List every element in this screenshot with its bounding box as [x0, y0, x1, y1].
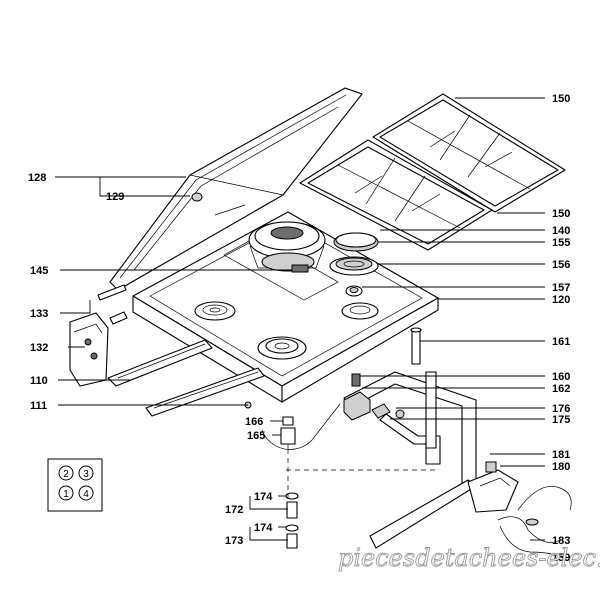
label-150-front-grid: 150	[552, 208, 570, 220]
leader-lines	[55, 97, 545, 541]
gas-feed-pipe	[343, 371, 477, 549]
burner-layout-key: 2 3 1 4	[47, 458, 103, 512]
washer-174-lower	[285, 524, 299, 532]
label-120-hob: 120	[552, 294, 570, 306]
label-173: 173	[225, 535, 243, 547]
pan-support-rear	[372, 93, 566, 213]
label-128-lid: 128	[28, 172, 46, 184]
burner-head-156	[329, 256, 379, 276]
key-position-rear-right: 3	[83, 469, 89, 480]
hinge-bracket-132	[69, 312, 109, 387]
nozzle-172	[286, 501, 298, 519]
key-position-front-left: 1	[63, 489, 69, 500]
detail-callout-arc	[261, 403, 341, 450]
label-129-bumper: 129	[106, 191, 124, 203]
label-172: 172	[225, 504, 243, 516]
spark-plug-145	[291, 264, 309, 273]
pan-support-front	[299, 139, 493, 251]
label-180: 180	[552, 461, 570, 473]
mounting-strip-111	[145, 367, 265, 417]
label-145: 145	[30, 265, 48, 277]
label-165: 165	[247, 430, 265, 442]
label-156: 156	[552, 259, 570, 271]
label-175: 175	[552, 414, 570, 426]
label-157: 157	[552, 282, 570, 294]
label-111: 111	[30, 400, 47, 412]
label-140: 140	[552, 225, 570, 237]
key-position-rear-left: 2	[63, 469, 69, 480]
burner-front	[257, 336, 307, 360]
burner-rear-large	[248, 221, 326, 272]
label-183: 183	[552, 535, 570, 547]
burner-right	[341, 302, 379, 320]
label-166: 166	[245, 416, 263, 428]
label-155: 155	[552, 237, 570, 249]
watermark-logo: piecesdetachees-elec.com	[338, 544, 600, 572]
ignition-wiring-183	[497, 486, 572, 561]
lid-bumper	[191, 192, 203, 202]
label-133: 133	[30, 308, 48, 320]
mounting-strip-110	[107, 339, 213, 387]
label-176: 176	[552, 403, 570, 415]
label-174-upper: 174	[254, 491, 273, 503]
injector-157	[345, 285, 363, 297]
label-181: 181	[552, 449, 570, 461]
burner-left	[194, 301, 236, 321]
gas-valve-162	[343, 373, 371, 421]
label-159: 159	[552, 552, 570, 564]
burner-tube-161	[410, 327, 422, 365]
hinge-screw-133	[97, 284, 128, 325]
thermocouple-176	[371, 403, 405, 419]
label-162: 162	[552, 383, 570, 395]
label-110: 110	[30, 375, 48, 387]
label-160: 160	[552, 371, 570, 383]
label-132: 132	[30, 342, 48, 354]
label-174-lower: 174	[254, 522, 273, 534]
key-position-front-right: 4	[83, 489, 89, 500]
nozzle-173	[286, 533, 298, 549]
label-150-rear-grid: 150	[552, 93, 570, 105]
injector-166	[280, 416, 296, 454]
label-161: 161	[552, 336, 570, 348]
burner-cap-140	[333, 232, 379, 252]
gas-tap-180	[467, 461, 519, 513]
